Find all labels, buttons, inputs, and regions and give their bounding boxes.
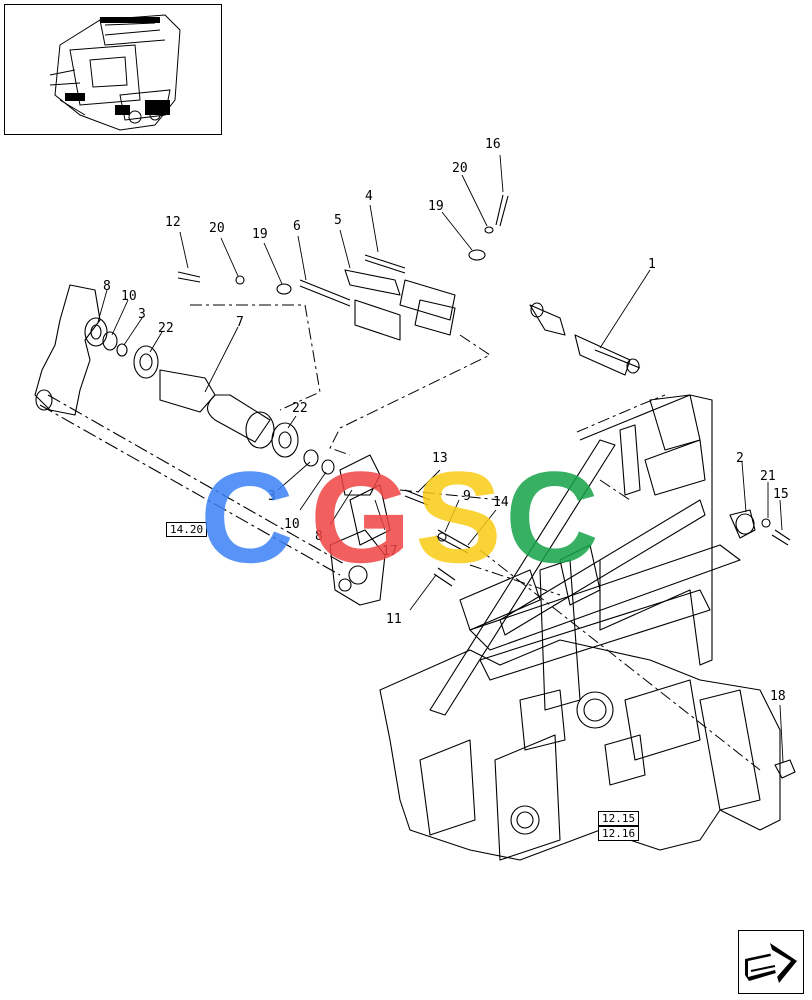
- callout-9: 9: [463, 489, 471, 504]
- callout-19: 19: [428, 199, 444, 214]
- callout-22: 22: [158, 321, 174, 336]
- callout-4: 4: [365, 189, 373, 204]
- callout-10: 10: [121, 289, 137, 304]
- callout-3: 3: [138, 307, 146, 322]
- callout-6: 6: [293, 219, 301, 234]
- callout-16: 16: [485, 137, 501, 152]
- callout-8: 8: [315, 529, 323, 544]
- callout-21: 21: [760, 469, 776, 484]
- callout-17: 17: [382, 544, 398, 559]
- callout-10: 10: [284, 517, 300, 532]
- callout-8: 8: [103, 279, 111, 294]
- callout-2: 2: [736, 451, 744, 466]
- callout-1: 1: [648, 257, 656, 272]
- callout-22: 22: [292, 401, 308, 416]
- callout-20: 20: [209, 221, 225, 236]
- next-page-arrow-icon: [745, 943, 797, 983]
- right-side-plate: [329, 529, 386, 606]
- callout-14: 14: [493, 495, 509, 510]
- callout-15: 15: [773, 487, 789, 502]
- reference-box-a[interactable]: 14.20: [166, 522, 208, 537]
- roller-shaft: [39, 394, 347, 576]
- callout-19: 19: [252, 227, 268, 242]
- callout-13: 13: [432, 451, 448, 466]
- callout-11: 11: [386, 612, 402, 627]
- reference-box-c[interactable]: 12.16: [598, 826, 640, 841]
- callout-12: 12: [165, 215, 181, 230]
- callout-20: 20: [452, 161, 468, 176]
- next-page-button[interactable]: [738, 930, 804, 994]
- left-side-plate: [34, 284, 101, 416]
- machine-thumbnail: [4, 4, 222, 135]
- main-frame: [579, 394, 713, 666]
- reference-box-b[interactable]: 12.15: [598, 811, 640, 826]
- machine-thumbnail-icon: [49, 14, 181, 131]
- bracket-17: [349, 484, 391, 546]
- callout-18: 18: [770, 689, 786, 704]
- roller-tube: [159, 369, 216, 413]
- callout-3: 3: [268, 489, 276, 504]
- shaft-1: [529, 304, 641, 376]
- callout-7: 7: [236, 315, 244, 330]
- callout-5: 5: [334, 213, 342, 228]
